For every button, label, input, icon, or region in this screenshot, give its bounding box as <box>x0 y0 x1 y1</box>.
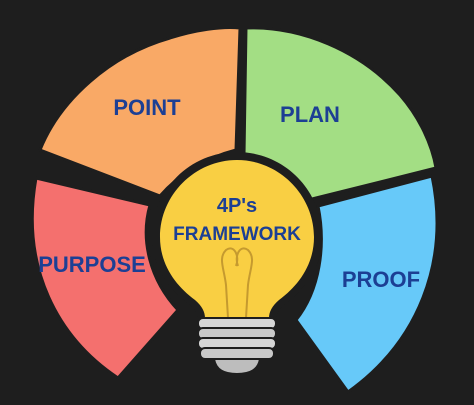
segment-label-plan: PLAN <box>280 102 340 127</box>
segment-label-proof: PROOF <box>342 267 420 292</box>
segment-purpose <box>30 176 181 380</box>
segment-proof <box>294 174 439 395</box>
bulb-base <box>197 317 277 376</box>
center-title-line1: 4P's <box>217 195 257 217</box>
bulb-glass <box>160 160 314 318</box>
bulb-filament <box>220 247 254 319</box>
segment-label-purpose: PURPOSE <box>38 252 146 277</box>
segment-label-point: POINT <box>113 95 181 120</box>
center-title-line2: FRAMEWORK <box>173 224 301 245</box>
